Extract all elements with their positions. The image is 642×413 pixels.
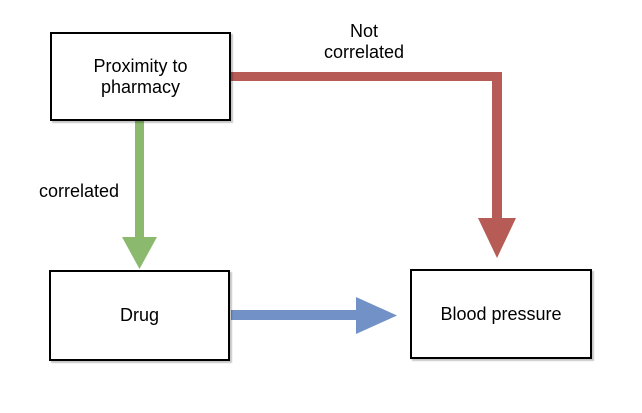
not-correlated-edge-label: Not correlated bbox=[299, 21, 429, 63]
correlated-down-arrow bbox=[122, 121, 157, 269]
node-blood-pressure-label: Blood pressure bbox=[440, 303, 562, 324]
node-proximity-label-line2: pharmacy bbox=[100, 76, 181, 97]
node-proximity-to-pharmacy: Proximity to pharmacy bbox=[50, 32, 231, 121]
node-drug-label: Drug bbox=[119, 305, 159, 325]
drug-to-blood-pressure-arrow bbox=[231, 297, 397, 334]
not-correlated-label-line2: correlated bbox=[323, 42, 405, 62]
node-proximity-label-line1: Proximity to bbox=[93, 55, 188, 76]
node-drug: Drug bbox=[49, 270, 230, 361]
not-correlated-elbow-arrow bbox=[231, 72, 516, 258]
node-proximity-label: Proximity to pharmacy bbox=[93, 56, 187, 98]
not-correlated-label-line1: Not bbox=[349, 21, 378, 41]
correlated-edge-label: correlated bbox=[38, 181, 120, 201]
node-blood-pressure: Blood pressure bbox=[410, 269, 592, 359]
